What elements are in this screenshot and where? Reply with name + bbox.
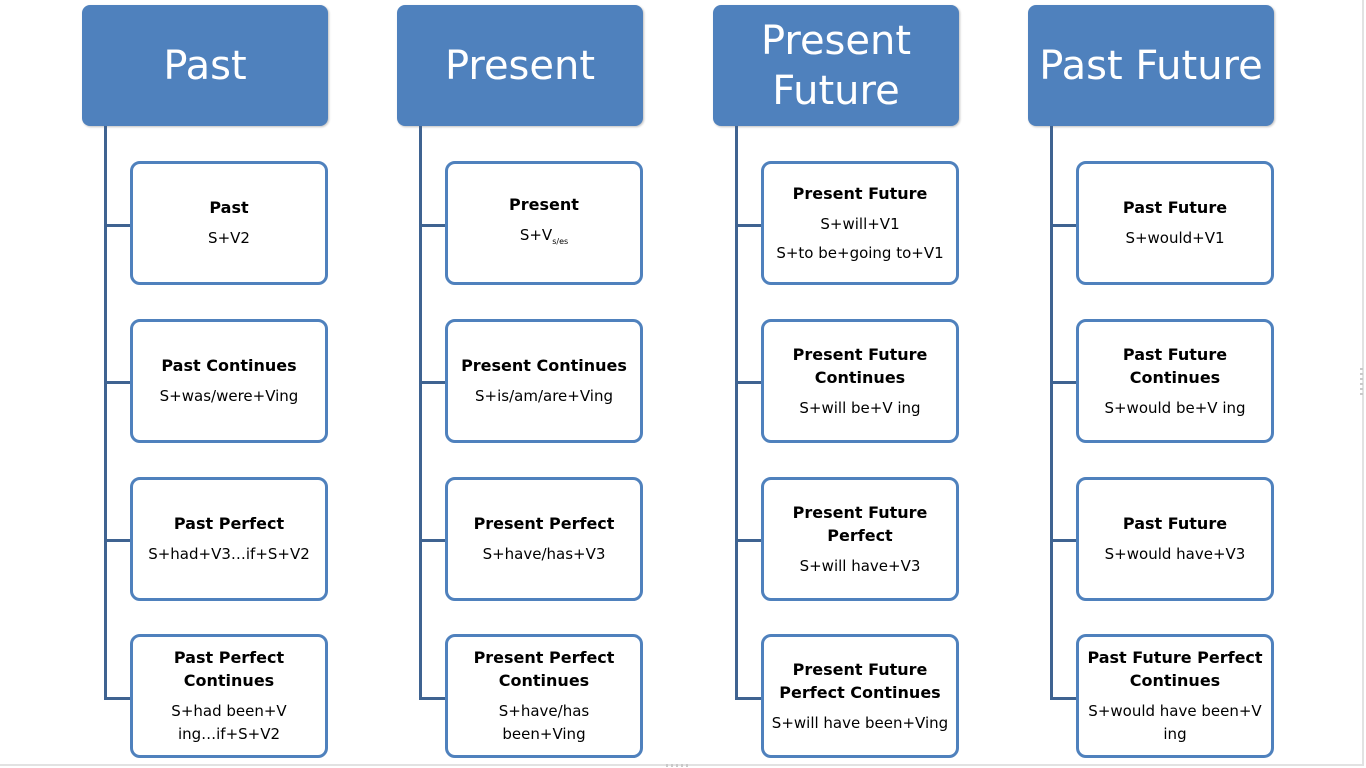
tense-box: Past Perfect S+had+V3…if+S+V2 [130,477,328,601]
tense-title: Present Future [792,183,928,203]
tense-title: Past Future Perfect Continues [1087,648,1263,690]
tense-title: Present Continues [461,356,627,375]
tense-box: Past Future S+would+V1 [1076,161,1274,285]
tense-box: Present Continues S+is/am/are+Ving [445,319,643,443]
header-present: Present [397,5,643,126]
connector-branch [735,539,761,542]
tense-title: Present Future Continues [792,344,928,387]
resize-grip-bottom[interactable] [666,764,690,767]
tense-formula: S+Vs/es [520,224,568,253]
column-past: Past Past S+V2 Past Continues S+was/were… [82,0,342,768]
connector-line [1050,126,1053,700]
tense-title: Present Perfect Continues [473,648,615,690]
formula-subscript: s/es [552,237,569,246]
connector-branch [419,697,445,700]
tense-title: Past Future [1122,514,1228,533]
tense-box: Past Future Perfect Continues S+would ha… [1076,634,1274,758]
formula-base: S+V [519,226,553,244]
tense-box: Present Perfect Continues S+have/has bee… [445,634,643,758]
connector-branch [419,224,445,227]
tense-title: Past [209,198,249,217]
tense-box: Past Perfect Continues S+had been+V ing…… [130,634,328,758]
tense-formula: S+is/am/are+Ving [475,387,613,405]
tense-formula: S+was/were+Ving [159,387,299,405]
tense-formula: S+would have+V3 [1104,545,1246,563]
header-past: Past [82,5,328,126]
connector-branch [735,381,761,384]
tense-box: Present Future S+will+V1 S+to be+going t… [761,161,959,285]
tense-box: Past S+V2 [130,161,328,285]
connector-branch [419,539,445,542]
tense-box: Present Perfect S+have/has+V3 [445,477,643,601]
tense-box: Past Future S+would have+V3 [1076,477,1274,601]
tense-formula-alt: S+to be+going to+V1 [776,243,944,262]
tense-title: Past Continues [161,356,297,375]
resize-grip-right[interactable] [1360,368,1363,398]
tense-title: Past Perfect Continues [173,648,285,690]
tense-title: Past Perfect [173,514,285,533]
tense-title: Present Future Perfect Continues [779,659,941,702]
tense-formula: S+will+V1 [820,214,900,233]
tense-formula: S+would have been+V ing [1088,702,1262,743]
tense-box: Present S+Vs/es [445,161,643,285]
connector-branch [1050,697,1076,700]
column-past-future: Past Future Past Future S+would+V1 Past … [1028,0,1288,768]
tense-box: Past Continues S+was/were+Ving [130,319,328,443]
tense-title: Present Future Perfect [792,502,928,545]
connector-branch [104,539,130,542]
tense-formula: S+will have+V3 [799,556,921,575]
connector-branch [104,697,130,700]
tense-box: Present Future Perfect Continues S+will … [761,634,959,758]
tense-formula: S+have/has+V3 [482,545,606,563]
connector-branch [735,697,761,700]
connector-branch [104,381,130,384]
header-present-future: Present Future [713,5,959,126]
tense-formula: S+had+V3…if+S+V2 [148,545,310,563]
tense-formula: S+will be+V ing [799,398,921,417]
tense-formula: S+V2 [208,229,250,247]
tense-box: Present Future Continues S+will be+V ing [761,319,959,443]
tense-formula: S+will have been+Ving [771,713,949,732]
tense-title: Past Future [1122,198,1228,217]
tense-formula: S+would be+V ing [1104,398,1246,417]
tense-box: Present Future Perfect S+will have+V3 [761,477,959,601]
tense-title: Present [509,195,579,214]
connector-branch [1050,539,1076,542]
tense-box: Past Future Continues S+would be+V ing [1076,319,1274,443]
tense-formula: S+have/has been+Ving [498,702,590,743]
connector-line [104,126,107,700]
column-present: Present Present S+Vs/es Present Continue… [397,0,657,768]
connector-branch [419,381,445,384]
connector-branch [735,224,761,227]
connector-branch [104,224,130,227]
connector-branch [1050,224,1076,227]
tense-title: Present Perfect [473,514,615,533]
header-past-future: Past Future [1028,5,1274,126]
connector-line [735,126,738,700]
column-present-future: Present Future Present Future S+will+V1 … [713,0,973,768]
tense-formula: S+had been+V ing…if+S+V2 [171,702,287,743]
tense-title: Past Future Continues [1122,344,1228,387]
tense-formula: S+would+V1 [1125,229,1225,247]
connector-line [419,126,422,700]
connector-branch [1050,381,1076,384]
